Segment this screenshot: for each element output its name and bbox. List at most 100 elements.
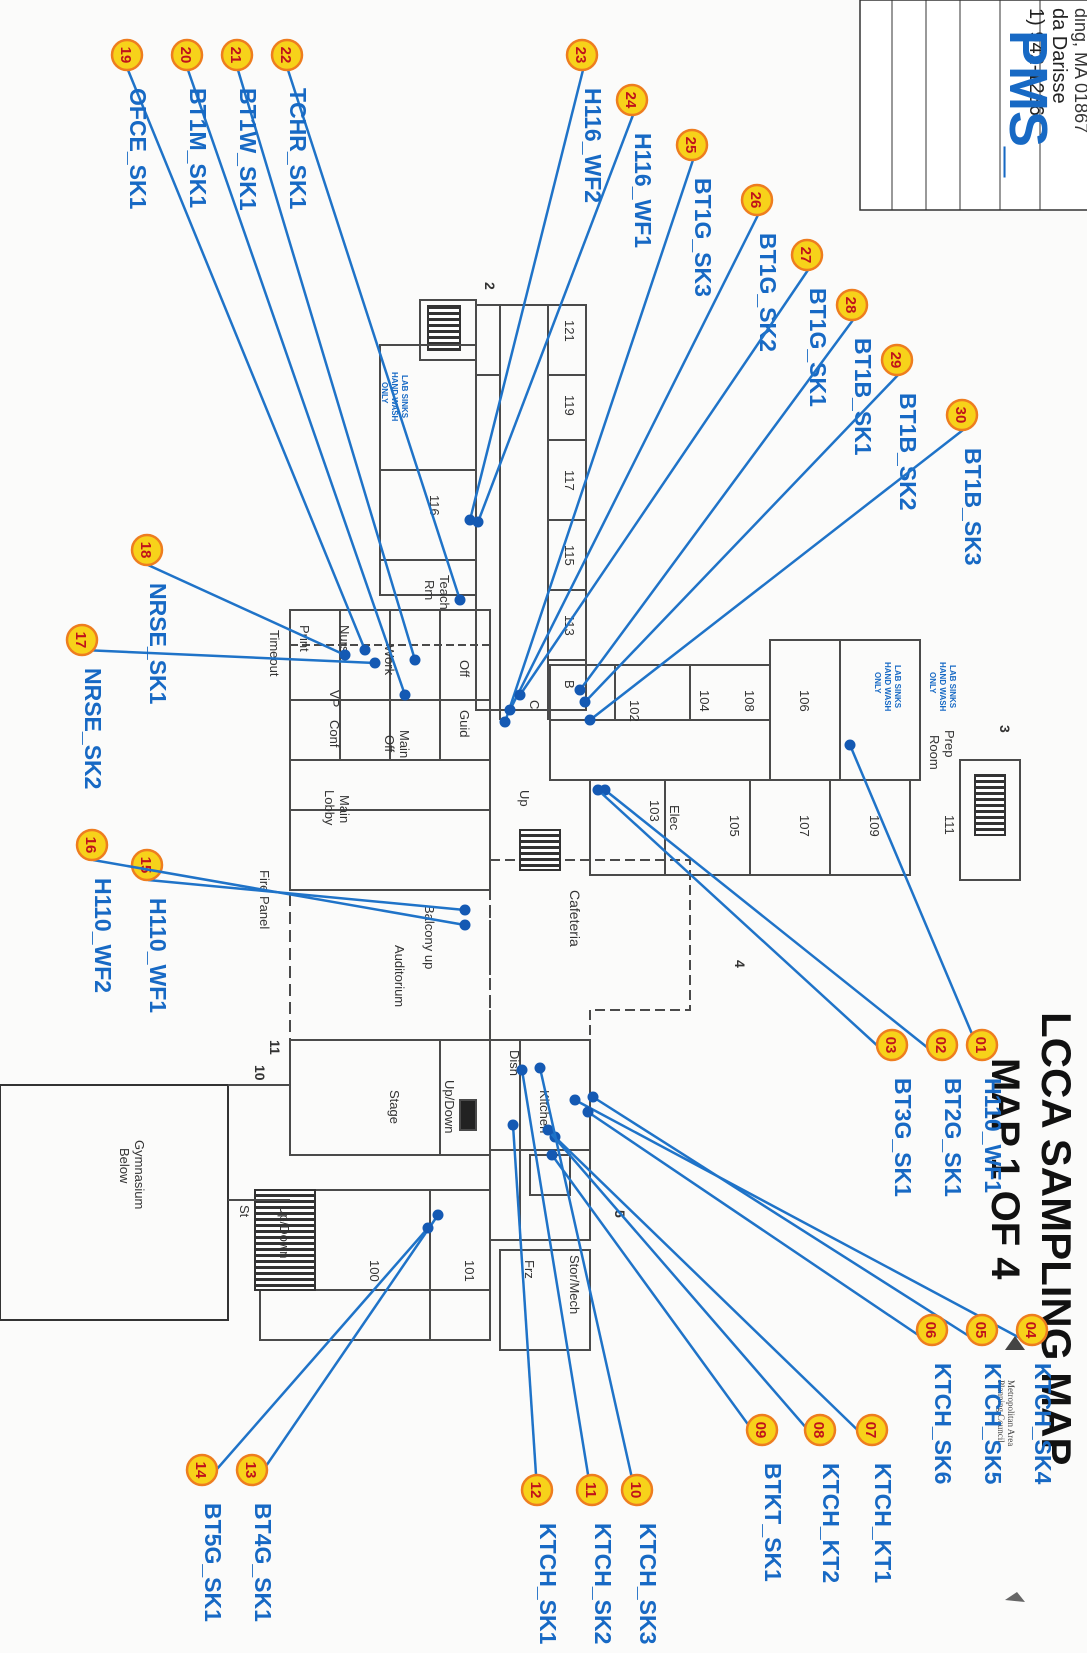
room-label: 103 (647, 800, 662, 822)
svg-text:Planning Council: Planning Council (996, 1380, 1006, 1443)
sample-leader-line (147, 563, 346, 657)
sample-label: BT1G_SK3 (690, 178, 716, 297)
sample-badge-number-group: 29 (887, 352, 904, 369)
sample-dot (584, 714, 596, 726)
sample-label: BT3G_SK1 (890, 1078, 916, 1197)
sample-badge: 16 (75, 828, 109, 862)
school-logo-mark (1005, 1592, 1025, 1602)
sample-badge-number-group: 10 (627, 1482, 644, 1499)
sample-leader-line (251, 1214, 440, 1486)
sample-badge-circle (875, 1028, 909, 1062)
sample-badge-circle (185, 1453, 219, 1487)
room-label: Up (517, 790, 532, 807)
sample-badge: 19 (110, 38, 144, 72)
sample-badge-number: 26 (747, 192, 764, 209)
sample-label: H110_WF2 (90, 878, 116, 993)
sample-badge-number-group: 17 (72, 632, 89, 649)
lab-sinks-note: LAB SINKS (400, 375, 409, 419)
room-label: C (527, 700, 542, 709)
room-label: St (237, 1205, 252, 1218)
room-label: Up/Down (442, 1080, 457, 1133)
map-subtitle: MAP 1 OF 4 (983, 1058, 1027, 1280)
sample-badge-number: 11 (582, 1482, 599, 1498)
room-label: 109 (867, 815, 882, 837)
room-label: 119 (562, 395, 577, 416)
sample-badge-circle (235, 1453, 269, 1487)
sample-label: BTKT_SK1 (760, 1463, 786, 1582)
sample-dot (399, 689, 411, 701)
sample-badge-number-group: 16 (82, 837, 99, 854)
sample-dot (472, 516, 484, 528)
sample-badge-circle (915, 1313, 949, 1347)
sample-badge-number: 28 (842, 297, 859, 314)
room-labels: 121 119 117 115 113 116 Teach Rm C B 102… (117, 282, 1013, 1314)
sample-leader-line (503, 159, 695, 723)
sample-label-group: KTCH_SK1 (535, 1523, 561, 1645)
sample-label-group: OFCE_SK1 (125, 88, 151, 210)
room-label: Up/Down (277, 1205, 292, 1258)
sample-label-group: KTCH_SK2 (590, 1523, 616, 1644)
mapc-logo-mark (1005, 1336, 1025, 1350)
sample-label-group: H110_WF1 (145, 898, 171, 1013)
sample-label: BT1W_SK1 (235, 88, 261, 211)
sample-leader-line (597, 789, 894, 1061)
lab-sinks-note: ONLY (380, 382, 389, 404)
sample-label-group: KTCH_SK3 (635, 1523, 661, 1644)
sample-badge: 08 (803, 1413, 837, 1447)
sample-badge-circle (110, 38, 144, 72)
sample-badge-number: 17 (72, 632, 89, 649)
sample-leader-line (848, 744, 985, 1061)
sample-leader-line (186, 69, 407, 696)
sample-leader-line (554, 1136, 874, 1446)
sample-label: OFCE_SK1 (125, 88, 151, 210)
sample-badge-number-group: 19 (117, 47, 134, 64)
sample-badge-number: 05 (972, 1322, 989, 1339)
room-label: Main (337, 795, 352, 823)
sample-badge-number-group: 26 (747, 192, 764, 209)
sample-label: KTCH_SK2 (590, 1523, 616, 1644)
sample-label-group: KTCH_SK4 (1030, 1363, 1056, 1485)
sample-badge-number: 19 (117, 47, 134, 64)
room-label: 115 (562, 545, 577, 566)
sample-leader-line (236, 69, 417, 661)
room-label: Frz (522, 1260, 537, 1279)
sample-badge: 22 (270, 38, 304, 72)
room-label: Rm (422, 580, 437, 600)
sample-badge: 23 (565, 38, 599, 72)
sample-label-group: BT2G_SK1 (940, 1078, 966, 1197)
contact-line: ding, MA 01867 (1071, 8, 1087, 133)
sample-badge-number: 27 (797, 247, 814, 264)
room-label: Below (117, 1148, 132, 1184)
sample-badge-number: 08 (810, 1422, 827, 1439)
sample-label-group: BT1G_SK1 (805, 288, 831, 407)
sample-leader-line (587, 1110, 934, 1347)
sample-badge-circle (790, 238, 824, 272)
sample-leader-line (508, 214, 760, 711)
sample-label-group: BT1G_SK3 (690, 178, 716, 297)
sample-label-group: BT1M_SK1 (185, 88, 211, 208)
lab-sinks-note: LAB SINKS (948, 665, 957, 709)
sample-dot (504, 704, 516, 716)
sample-badge-number: 03 (882, 1037, 899, 1054)
room-label: Off (382, 735, 397, 752)
room-label: Guid (457, 710, 472, 737)
sample-badge: 18 (130, 533, 164, 567)
sample-leader-line (286, 69, 462, 601)
sample-dot (546, 1149, 558, 1161)
sample-badge: 06 (915, 1313, 949, 1347)
sample-badge-number-group: 27 (797, 247, 814, 264)
logo-mapc: Metropolitan Area Planning Council (996, 1336, 1025, 1446)
sample-badge-circle (740, 183, 774, 217)
map-title-group: LCCA SAMPLING MAP (1033, 1012, 1080, 1465)
sample-dot (579, 696, 591, 708)
